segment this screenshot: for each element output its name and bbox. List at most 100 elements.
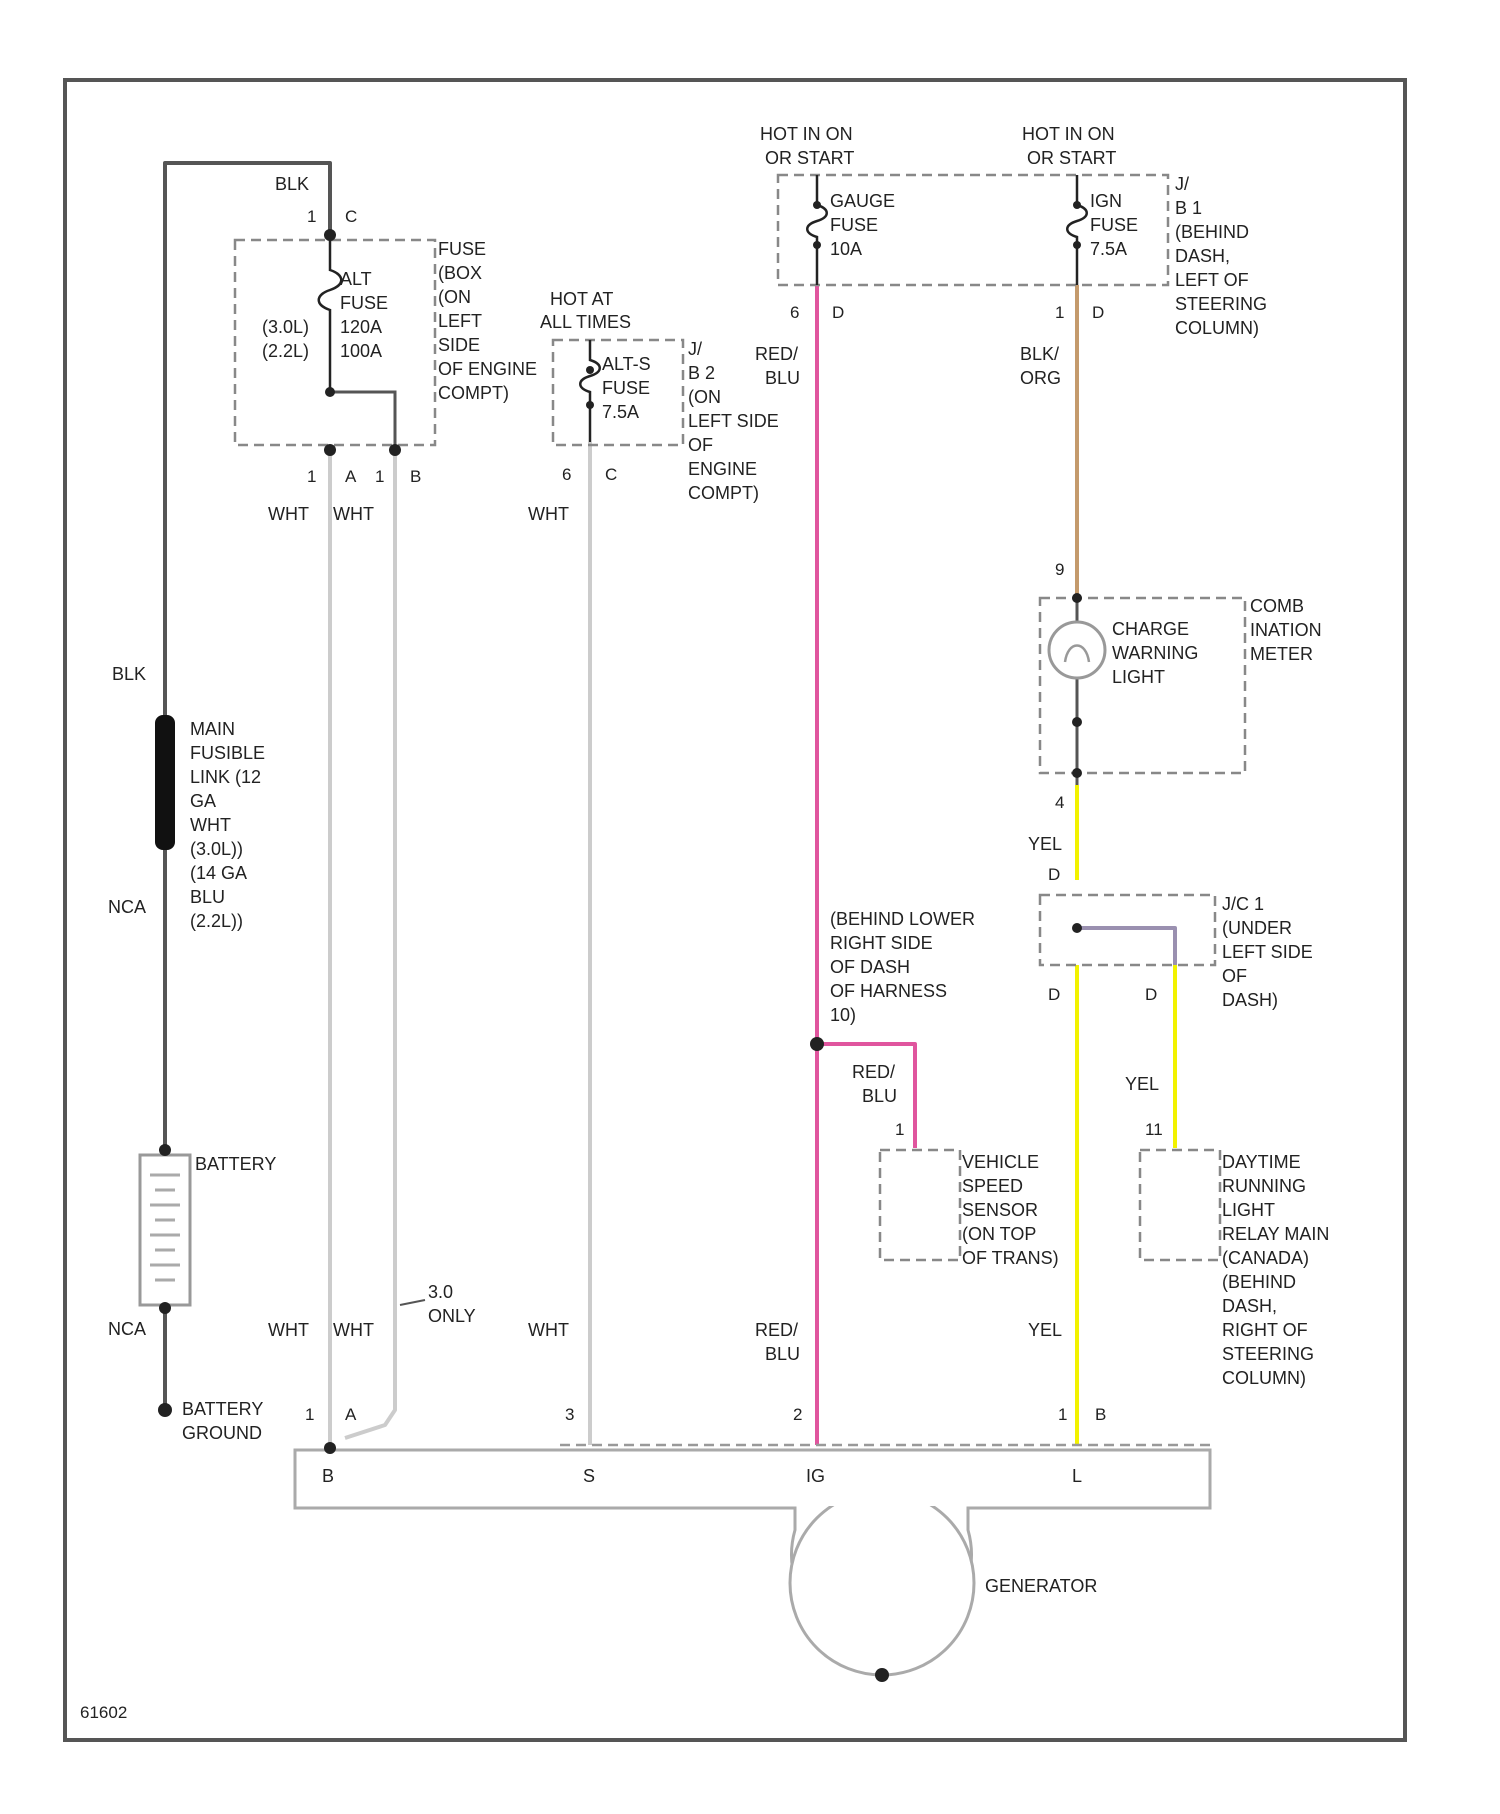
meter-node-2 xyxy=(1072,717,1082,727)
comb-meter-label-3: METER xyxy=(1250,644,1313,664)
jc1-label-1: J/C 1 xyxy=(1222,894,1264,914)
generator-ground-node xyxy=(875,1668,889,1682)
jc1-pin-bottom-left: D xyxy=(1048,985,1060,1004)
splice-label-4: OF HARNESS xyxy=(830,981,947,1001)
fuse-box-node-bl xyxy=(324,444,336,456)
charge-light-label-2: WARNING xyxy=(1112,643,1198,663)
jb2-label-7: COMPT) xyxy=(688,483,759,503)
jb1-label-7: COLUMN) xyxy=(1175,318,1259,338)
jc1-label-3: LEFT SIDE xyxy=(1222,942,1313,962)
jb2-label-1: J/ xyxy=(688,339,702,359)
fuse-box-pin-top-2: C xyxy=(345,207,357,226)
jc1-pin-top: D xyxy=(1048,865,1060,884)
drl-label-9: STEERING xyxy=(1222,1344,1314,1364)
ign-fuse-name-2: FUSE xyxy=(1090,215,1138,235)
meter-node-1 xyxy=(1072,593,1082,603)
battery-ground-label-1: BATTERY xyxy=(182,1399,263,1419)
jb2-label-5: OF xyxy=(688,435,713,455)
ign-fuse-node-bottom xyxy=(1073,241,1081,249)
fusible-link-label-5: WHT xyxy=(190,815,231,835)
gauge-fuse-name-2: FUSE xyxy=(830,215,878,235)
wire-label-nca-2: NCA xyxy=(108,1319,146,1339)
comb-meter-label-1: COMB xyxy=(1250,596,1304,616)
vss-label-4: (ON TOP xyxy=(962,1224,1036,1244)
alt-s-fuse-name-1: ALT-S xyxy=(602,354,651,374)
ign-pin-2: D xyxy=(1092,303,1104,322)
jc1-pin-bottom-right: D xyxy=(1145,985,1157,1004)
only-note-1: 3.0 xyxy=(428,1282,453,1302)
wire-jc1-jumper xyxy=(1077,928,1175,965)
jb2-label-2: B 2 xyxy=(688,363,715,383)
vss-label-5: OF TRANS) xyxy=(962,1248,1059,1268)
generator-label: GENERATOR xyxy=(985,1576,1097,1596)
jb2-label-4: LEFT SIDE xyxy=(688,411,779,431)
fusible-link-label-9: (2.2L)) xyxy=(190,911,243,931)
jb1-label-4: DASH, xyxy=(1175,246,1230,266)
gen-terminal-s: S xyxy=(583,1466,595,1486)
vss-label-2: SPEED xyxy=(962,1176,1023,1196)
generator-symbol xyxy=(790,1491,974,1675)
gauge-pin-1: 6 xyxy=(790,303,799,322)
wire-label-nca-1: NCA xyxy=(108,897,146,917)
fusible-link-label-8: BLU xyxy=(190,887,225,907)
fuse-box-label-7: COMPT) xyxy=(438,383,509,403)
drl-label-4: RELAY MAIN xyxy=(1222,1224,1329,1244)
alt-s-fuse-icon xyxy=(580,340,600,442)
alt-s-fuse-name-2: FUSE xyxy=(602,378,650,398)
gen-terminal-l: L xyxy=(1072,1466,1082,1486)
only-note-2: ONLY xyxy=(428,1306,476,1326)
vss-pin: 1 xyxy=(895,1120,904,1139)
gen-conn-pin-4: 2 xyxy=(793,1405,802,1424)
fusible-link-label-2: FUSIBLE xyxy=(190,743,265,763)
splice-label-5: 10) xyxy=(830,1005,856,1025)
alt-s-hot-1: HOT AT xyxy=(550,289,613,309)
drl-label-1: DAYTIME xyxy=(1222,1152,1301,1172)
fuse-box-label-6: OF ENGINE xyxy=(438,359,537,379)
wire-label-blk-org-2: ORG xyxy=(1020,368,1061,388)
wire-label-wht-5: WHT xyxy=(333,1320,374,1340)
wire-label-yel-1: YEL xyxy=(1028,834,1062,854)
wire-label-blk-side: BLK xyxy=(112,664,146,684)
alt-fuse-label-1: ALT xyxy=(340,269,372,289)
drl-label-3: LIGHT xyxy=(1222,1200,1275,1220)
wire-label-red-2: RED/ xyxy=(852,1062,895,1082)
jb2-pin-2: C xyxy=(605,465,617,484)
wire-label-blu-3: BLU xyxy=(765,1344,800,1364)
wire-label-yel-3: YEL xyxy=(1028,1320,1062,1340)
drl-label-7: DASH, xyxy=(1222,1296,1277,1316)
gauge-fuse-node-top xyxy=(813,201,821,209)
splice-label-1: (BEHIND LOWER xyxy=(830,909,975,929)
fuse-box-label-1: FUSE xyxy=(438,239,486,259)
main-fusible-link xyxy=(155,715,175,850)
ign-fuse-node-top xyxy=(1073,201,1081,209)
ign-fuse-name-3: 7.5A xyxy=(1090,239,1127,259)
fuse-box-pin-bottom-1: 1 xyxy=(307,467,316,486)
alt-fuse-label-2: FUSE xyxy=(340,293,388,313)
battery-negative-node xyxy=(159,1302,171,1314)
comb-meter-label-2: INATION xyxy=(1250,620,1322,640)
fuse-box-pin-top-1: 1 xyxy=(307,207,316,226)
jb2-pin-1: 6 xyxy=(562,465,571,484)
gen-conn-pin-1: 1 xyxy=(305,1405,314,1424)
battery-cells xyxy=(150,1175,180,1280)
battery-positive-node xyxy=(159,1144,171,1156)
meter-pin-top: 9 xyxy=(1055,560,1064,579)
drl-pin: 11 xyxy=(1145,1120,1163,1139)
drl-label-8: RIGHT OF xyxy=(1222,1320,1308,1340)
battery-symbol xyxy=(140,1155,190,1305)
alt-s-hot-2: ALL TIMES xyxy=(540,312,631,332)
ign-fuse-icon xyxy=(1067,175,1087,285)
splice-label-3: OF DASH xyxy=(830,957,910,977)
charge-light-label-1: CHARGE xyxy=(1112,619,1189,639)
fusible-link-label-1: MAIN xyxy=(190,719,235,739)
gauge-fuse-node-bottom xyxy=(813,241,821,249)
wire-label-blu-1: BLU xyxy=(765,368,800,388)
gen-conn-pin-5: 1 xyxy=(1058,1405,1067,1424)
alt-s-fuse-name-3: 7.5A xyxy=(602,402,639,422)
gauge-hot-2: OR START xyxy=(765,148,854,168)
gen-terminal-ig: IG xyxy=(806,1466,825,1486)
wire-blk-battery-feed xyxy=(165,163,330,1150)
wire-label-red-1: RED/ xyxy=(755,344,798,364)
drl-label-6: (BEHIND xyxy=(1222,1272,1296,1292)
